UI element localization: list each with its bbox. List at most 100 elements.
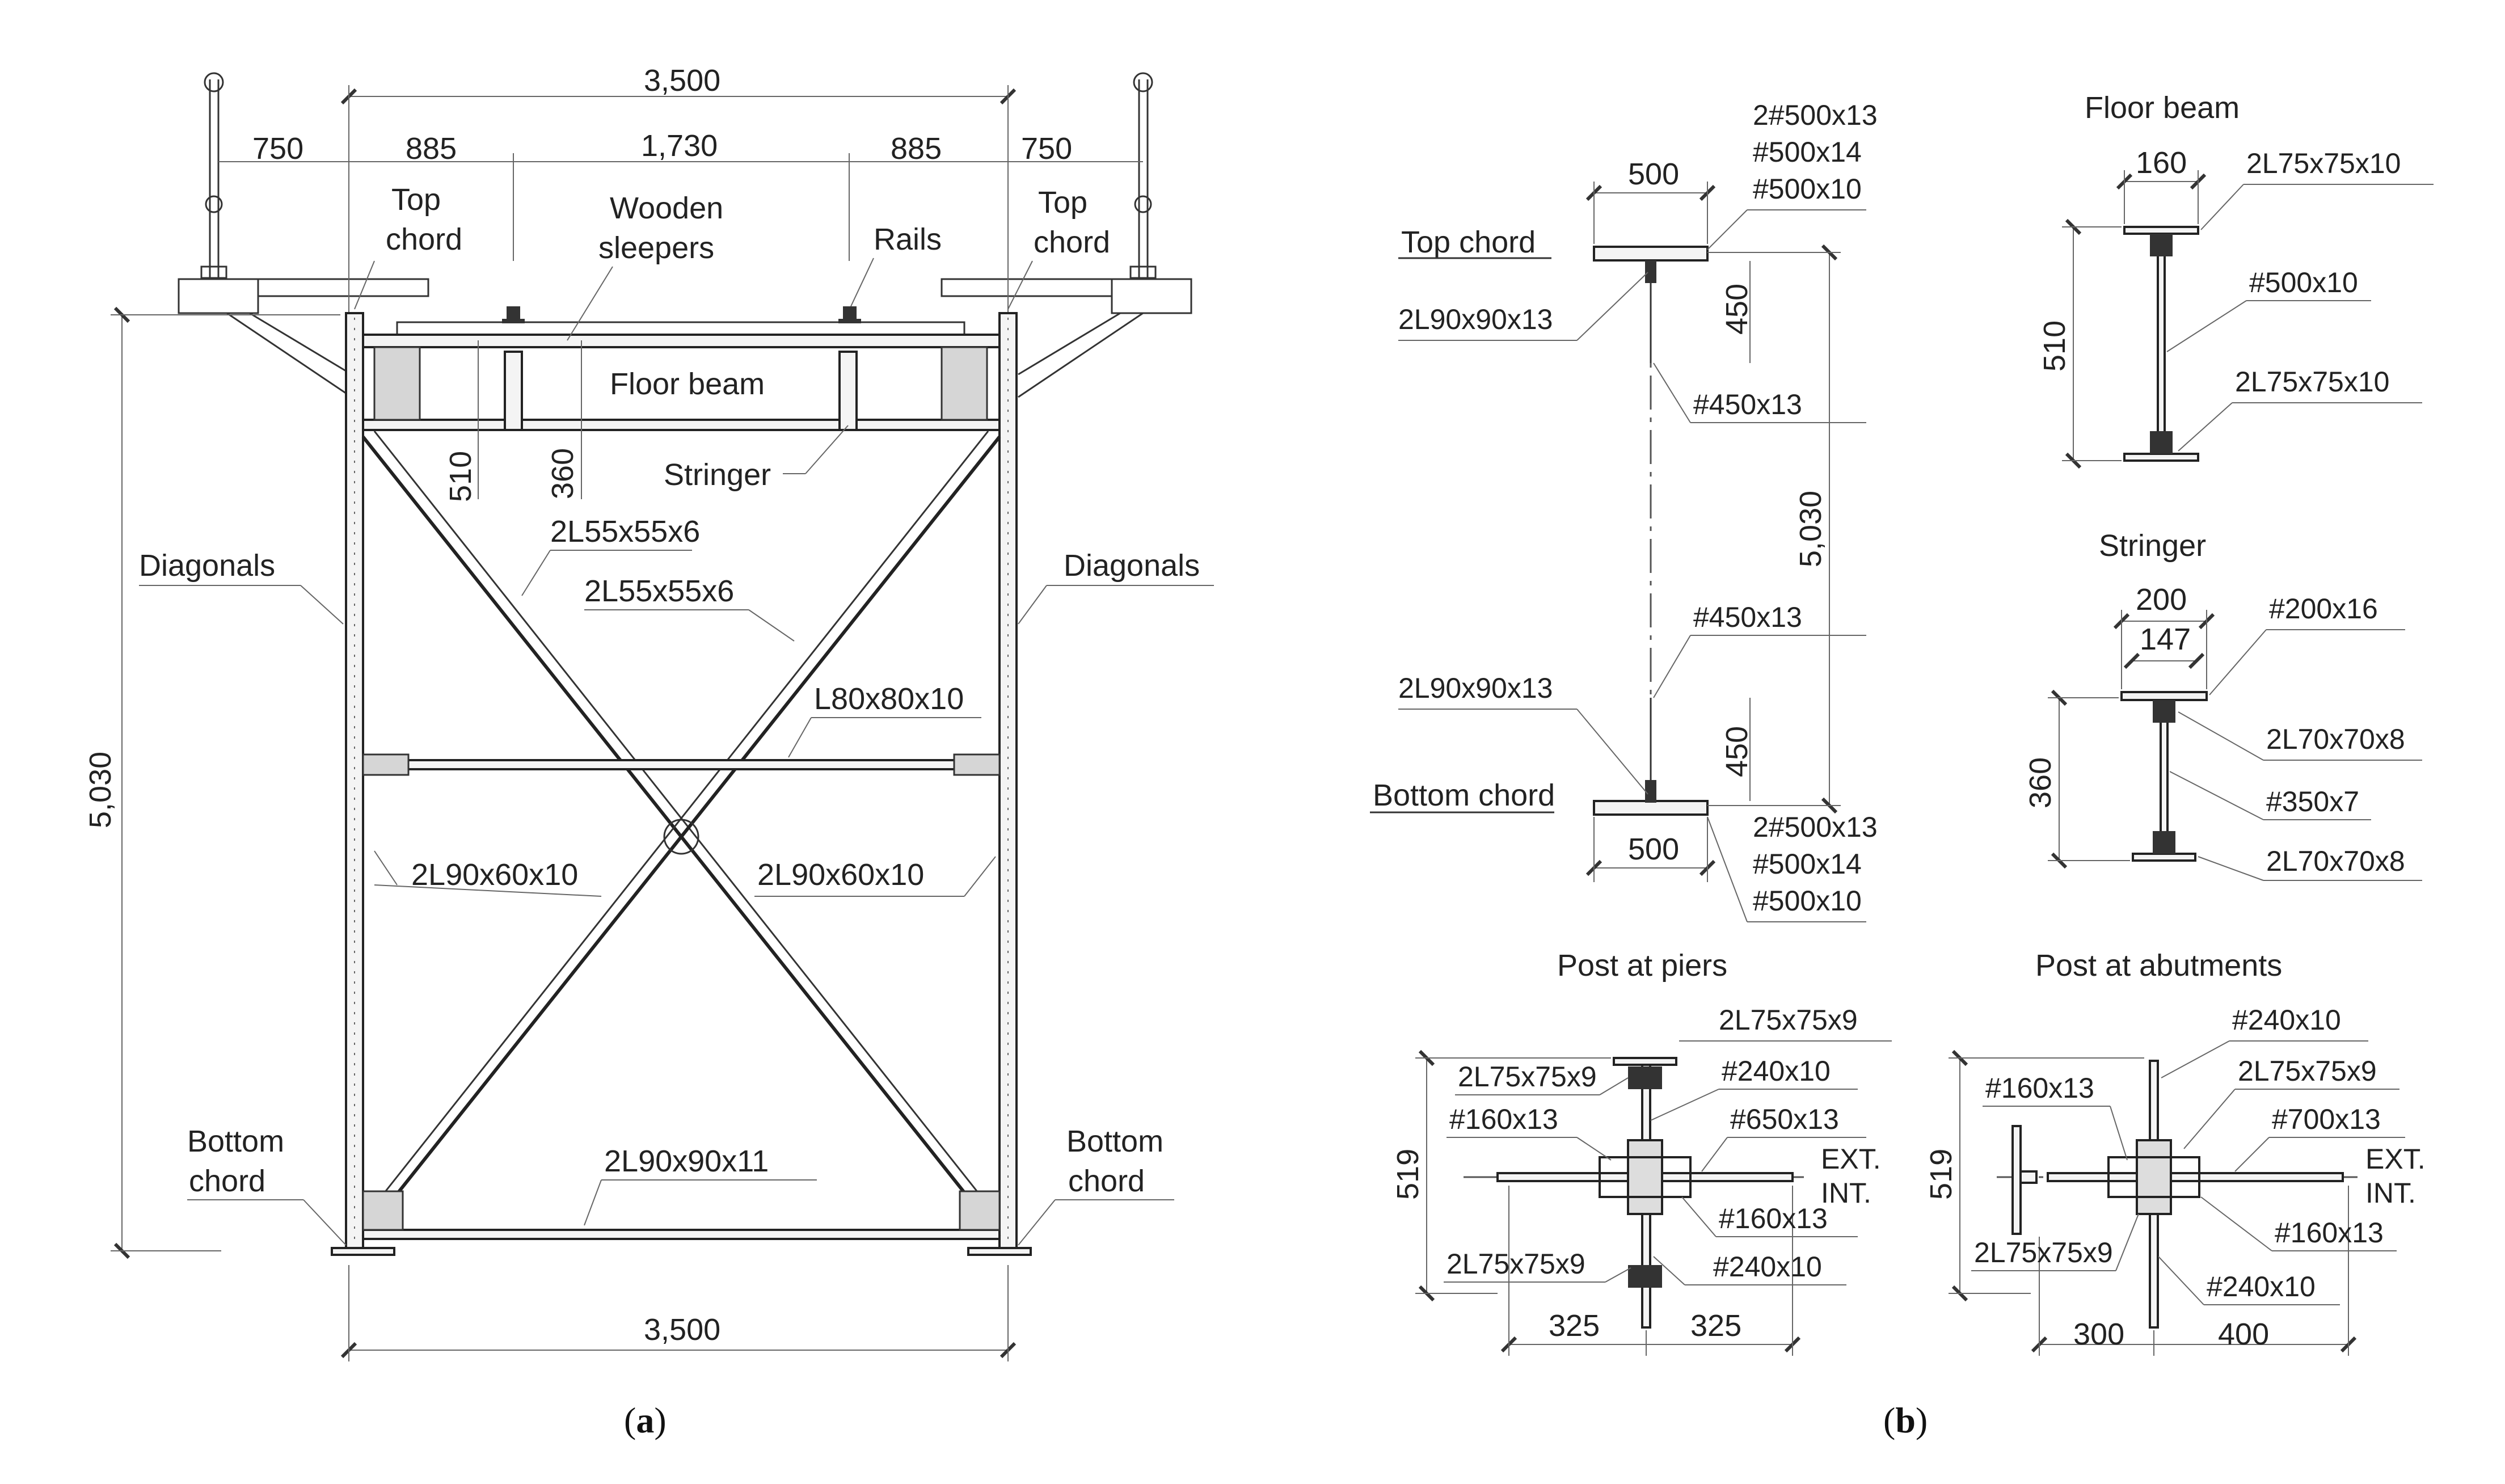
panel-b-sections: Top chord 500 2#500x13 #500x14 #500x10 2… bbox=[1370, 91, 2434, 1440]
label-upper-brace-1: 2L55x55x6 bbox=[550, 515, 700, 549]
left-post bbox=[345, 312, 364, 1256]
stringer-depth: 360 bbox=[2023, 757, 2057, 808]
chord-top-plate-3: #500x10 bbox=[1753, 173, 1862, 205]
dims-bottom bbox=[340, 1265, 1017, 1361]
post-abutments-right-width: 400 bbox=[2218, 1317, 2269, 1351]
label-wooden-1: Wooden bbox=[610, 191, 723, 225]
post-abutments-top-plate: #240x10 bbox=[2232, 1004, 2341, 1036]
post-piers-bottom-plate: #240x10 bbox=[1713, 1251, 1822, 1283]
walkway-left bbox=[178, 278, 429, 398]
post-abutments-top-angles: 2L75x75x9 bbox=[2238, 1055, 2377, 1087]
post-piers-bottom-left-angles: 2L75x75x9 bbox=[1447, 1248, 1585, 1280]
label-mid-strut: L80x80x10 bbox=[814, 682, 964, 716]
handrail-right bbox=[1129, 72, 1157, 279]
chord-bottom-plate-3: #500x10 bbox=[1753, 885, 1862, 917]
post-piers-depth: 519 bbox=[1391, 1149, 1425, 1200]
caption-b: (b) bbox=[1883, 1400, 1928, 1440]
post-abutments-int: INT. bbox=[2365, 1177, 2416, 1209]
chord-bottom-plate-2: #500x14 bbox=[1753, 848, 1862, 880]
rail-right bbox=[838, 306, 861, 323]
label-top-chord-right-1: Top bbox=[1038, 186, 1087, 220]
label-top-chord-left-2: chord bbox=[386, 222, 462, 256]
dim-height: 5,030 bbox=[83, 752, 117, 828]
post-piers-left-width: 325 bbox=[1549, 1309, 1600, 1343]
bottom-strut bbox=[331, 1190, 1032, 1256]
post-piers-int: INT. bbox=[1821, 1177, 1871, 1209]
floor-beam-section bbox=[2062, 170, 2207, 469]
mid-strut bbox=[362, 753, 1001, 776]
label-top-chord-left-1: Top bbox=[391, 183, 441, 217]
cross-bracing bbox=[361, 431, 1001, 1238]
chord-top-web: #450x13 bbox=[1693, 389, 1802, 420]
label-diagonals-right: Diagonals bbox=[1064, 549, 1200, 583]
label-bottom-strut: 2L90x90x11 bbox=[604, 1144, 769, 1178]
post-abutments-section bbox=[1949, 1049, 2360, 1356]
post-piers-top-angles: 2L75x75x9 bbox=[1719, 1004, 1858, 1036]
right-post bbox=[998, 312, 1018, 1256]
stringer-web: #350x7 bbox=[2266, 786, 2359, 817]
stringer-section bbox=[2048, 610, 2215, 869]
post-abutments-depth: 519 bbox=[1924, 1149, 1958, 1200]
chord-bottom-plate-1: 2#500x13 bbox=[1753, 811, 1878, 843]
label-post-left: 2L90x60x10 bbox=[411, 858, 578, 892]
label-diagonals-left: Diagonals bbox=[139, 549, 275, 583]
floor-beam-elevation bbox=[362, 334, 1001, 431]
caption-a: (a) bbox=[624, 1400, 667, 1440]
dim-right-rail-offset: 885 bbox=[891, 132, 942, 166]
label-upper-brace-2: 2L55x55x6 bbox=[584, 574, 734, 608]
walkway-right bbox=[941, 278, 1192, 398]
post-piers-title: Post at piers bbox=[1557, 948, 1727, 983]
chord-bottom-width: 500 bbox=[1628, 832, 1679, 866]
dim-stringer-depth: 360 bbox=[546, 448, 580, 499]
chord-top-web-depth: 450 bbox=[1720, 284, 1754, 335]
stringer-width-inner: 147 bbox=[2140, 622, 2191, 656]
chord-top-angles: 2L90x90x13 bbox=[1398, 303, 1553, 335]
chord-top-title: Top chord bbox=[1401, 225, 1536, 259]
post-abutments-bottom-left-angles: 2L75x75x9 bbox=[1974, 1237, 2113, 1268]
post-piers-right-width: 325 bbox=[1690, 1309, 1741, 1343]
dim-rail-gauge: 1,730 bbox=[641, 129, 718, 163]
chord-top-plate-2: #500x14 bbox=[1753, 136, 1862, 168]
post-abutments-ext: EXT. bbox=[2365, 1143, 2426, 1175]
stringer-top-angles: 2L70x70x8 bbox=[2266, 723, 2405, 755]
chord-bottom-web: #450x13 bbox=[1693, 601, 1802, 633]
dims-height bbox=[111, 306, 340, 1259]
floor-beam-title: Floor beam bbox=[2085, 91, 2240, 125]
post-piers-main-plate: #650x13 bbox=[1730, 1103, 1839, 1135]
post-abutments-left-plate: #160x13 bbox=[1985, 1072, 2094, 1104]
chord-bottom-angles: 2L90x90x13 bbox=[1398, 672, 1553, 704]
label-top-chord-right-2: chord bbox=[1034, 225, 1110, 259]
floor-beam-flange-width: 160 bbox=[2136, 146, 2187, 180]
post-abutments-title: Post at abutments bbox=[2035, 948, 2282, 983]
post-piers-ext: EXT. bbox=[1821, 1143, 1881, 1175]
chord-bottom-web-depth: 450 bbox=[1720, 726, 1754, 777]
dim-overall-bottom: 3,500 bbox=[644, 1313, 720, 1347]
post-abutments-left-width: 300 bbox=[2073, 1317, 2124, 1351]
dim-floor-beam-depth: 510 bbox=[444, 451, 478, 502]
stringer-title: Stringer bbox=[2099, 529, 2206, 563]
post-piers-left-plate: #160x13 bbox=[1449, 1103, 1558, 1135]
panel-a-elevation: 3,500 750 885 1,730 885 750 3,500 5,030 … bbox=[83, 64, 1214, 1440]
dim-right-cantilever: 750 bbox=[1021, 132, 1072, 166]
dim-left-cantilever: 750 bbox=[252, 132, 303, 166]
label-rails: Rails bbox=[874, 222, 942, 256]
chord-section bbox=[1585, 182, 1841, 882]
post-piers-section bbox=[1415, 1049, 1804, 1356]
label-bottom-chord-left-1: Bottom bbox=[187, 1124, 284, 1158]
label-post-right: 2L90x60x10 bbox=[757, 858, 924, 892]
post-abutments-main-plate: #700x13 bbox=[2272, 1103, 2381, 1135]
label-wooden-2: sleepers bbox=[598, 231, 714, 265]
chord-height: 5,030 bbox=[1794, 491, 1828, 567]
rail-left bbox=[502, 306, 525, 323]
dim-left-rail-offset: 885 bbox=[406, 132, 457, 166]
stringer-bottom-angles: 2L70x70x8 bbox=[2266, 845, 2405, 877]
dims-top bbox=[218, 85, 1143, 312]
stringer-width-outer: 200 bbox=[2136, 583, 2187, 617]
post-abutments-right-plate: #160x13 bbox=[2275, 1217, 2384, 1249]
dim-overall-top: 3,500 bbox=[644, 64, 720, 98]
floor-beam-bottom-angles: 2L75x75x10 bbox=[2235, 366, 2389, 398]
chord-bottom-title: Bottom chord bbox=[1373, 778, 1555, 812]
floor-beam-web: #500x10 bbox=[2249, 267, 2358, 298]
floor-beam-top-angles: 2L75x75x10 bbox=[2246, 147, 2401, 179]
